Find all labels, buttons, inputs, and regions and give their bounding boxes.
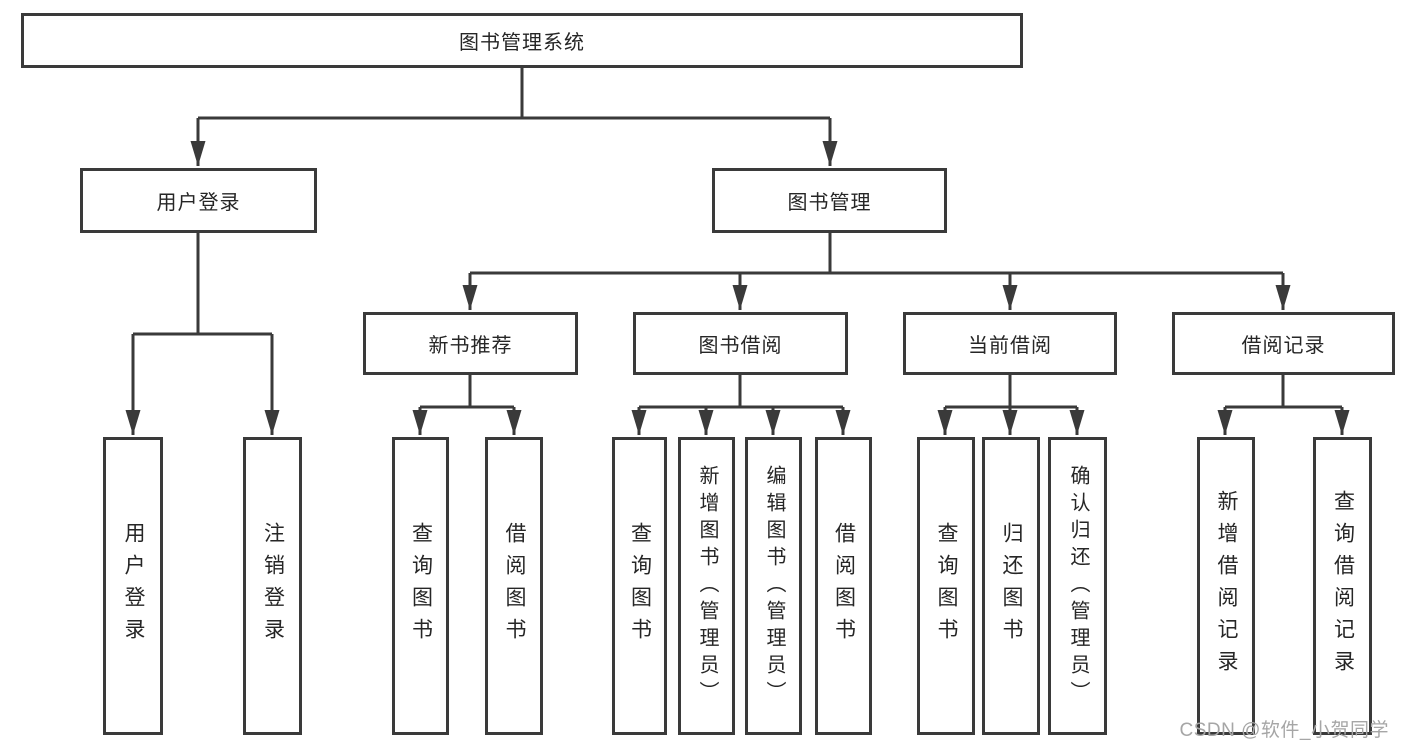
leaf-label: 新增借阅记录 — [1215, 490, 1239, 682]
node-user-login-label: 用户登录 — [156, 192, 241, 214]
leaf-return-books: 归还图书 — [982, 437, 1040, 735]
leaf-confirm-return-admin: 确认归还（管理员） — [1048, 437, 1107, 735]
node-book-borrow-label: 图书借阅 — [698, 335, 783, 357]
leaf-label: 编辑图书（管理员） — [763, 464, 785, 708]
node-book-borrow: 图书借阅 — [633, 312, 848, 375]
leaf-label: 确认归还（管理员） — [1067, 464, 1089, 708]
node-root-label: 图书管理系统 — [459, 32, 585, 54]
leaf-label: 新增图书（管理员） — [696, 464, 718, 708]
csdn-watermark: CSDN @软件_小贺同学 — [1179, 720, 1389, 741]
leaf-label: 归还图书 — [1000, 522, 1024, 650]
leaf-label: 查询借阅记录 — [1331, 490, 1355, 682]
leaf-query-books-3: 查询图书 — [917, 437, 975, 735]
leaf-label: 借阅图书 — [832, 522, 856, 650]
leaf-label: 注销登录 — [261, 522, 285, 650]
leaf-user-login: 用户登录 — [103, 437, 163, 735]
leaf-edit-books-admin: 编辑图书（管理员） — [745, 437, 802, 735]
leaf-borrow-books-2: 借阅图书 — [815, 437, 872, 735]
leaf-logout: 注销登录 — [243, 437, 302, 735]
leaf-label: 借阅图书 — [503, 522, 527, 650]
node-user-login: 用户登录 — [80, 168, 317, 233]
leaf-label: 查询图书 — [409, 522, 433, 650]
node-current-borrow-label: 当前借阅 — [968, 335, 1052, 357]
leaf-add-borrow-record: 新增借阅记录 — [1197, 437, 1255, 735]
connector-segments — [133, 68, 1342, 409]
leaf-label: 查询图书 — [935, 522, 959, 650]
leaf-label: 用户登录 — [122, 522, 146, 650]
leaf-label: 查询图书 — [628, 522, 652, 650]
leaf-borrow-books-1: 借阅图书 — [485, 437, 543, 735]
leaf-add-books-admin: 新增图书（管理员） — [678, 437, 735, 735]
node-new-book-recommend-label: 新书推荐 — [428, 335, 513, 357]
node-book-management-label: 图书管理 — [787, 192, 872, 214]
node-borrow-records-label: 借阅记录 — [1241, 335, 1326, 357]
node-current-borrow: 当前借阅 — [903, 312, 1117, 375]
node-new-book-recommend: 新书推荐 — [363, 312, 578, 375]
node-root: 图书管理系统 — [21, 13, 1023, 68]
node-borrow-records: 借阅记录 — [1172, 312, 1395, 375]
node-book-management: 图书管理 — [712, 168, 947, 233]
leaf-query-books-1: 查询图书 — [392, 437, 449, 735]
leaf-query-books-2: 查询图书 — [612, 437, 667, 735]
leaf-query-borrow-record: 查询借阅记录 — [1313, 437, 1372, 735]
